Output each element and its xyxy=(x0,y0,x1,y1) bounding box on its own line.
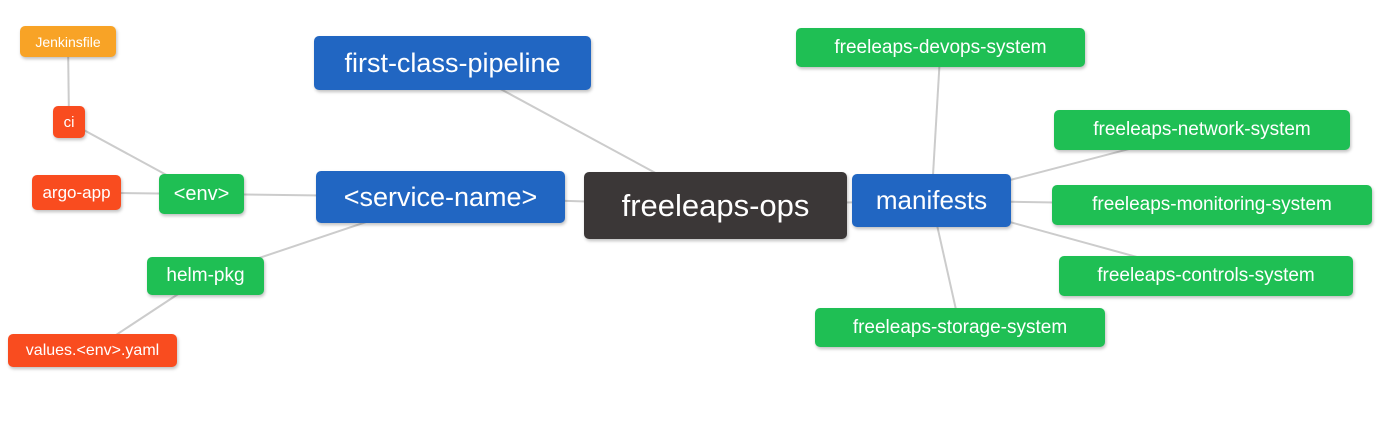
node-freeleaps-ops[interactable]: freeleaps-ops xyxy=(584,172,847,239)
node-jenkinsfile[interactable]: Jenkinsfile xyxy=(20,26,116,57)
node-storage-system[interactable]: freeleaps-storage-system xyxy=(815,308,1105,347)
node-env[interactable]: <env> xyxy=(159,174,244,214)
node-label: freeleaps-devops-system xyxy=(834,36,1047,58)
node-label: manifests xyxy=(875,185,988,215)
node-network-system[interactable]: freeleaps-network-system xyxy=(1054,110,1350,150)
node-label: freeleaps-monitoring-system xyxy=(1092,194,1332,215)
node-label: freeleaps-controls-system xyxy=(1097,265,1315,286)
node-controls-system[interactable]: freeleaps-controls-system xyxy=(1059,256,1353,296)
node-argo-app[interactable]: argo-app xyxy=(32,175,121,210)
node-devops-system[interactable]: freeleaps-devops-system xyxy=(796,28,1085,67)
node-label: first-class-pipeline xyxy=(344,47,561,78)
node-monitoring-system[interactable]: freeleaps-monitoring-system xyxy=(1052,185,1372,225)
node-label: values.<env>.yaml xyxy=(25,341,160,359)
node-label: freeleaps-storage-system xyxy=(852,316,1068,338)
node-label: Jenkinsfile xyxy=(35,33,101,50)
node-values-env-yaml[interactable]: values.<env>.yaml xyxy=(8,334,177,367)
node-manifests[interactable]: manifests xyxy=(852,174,1011,227)
node-label: ci xyxy=(63,113,75,131)
node-label: helm-pkg xyxy=(166,265,245,286)
node-label: freeleaps-ops xyxy=(621,187,810,223)
node-helm-pkg[interactable]: helm-pkg xyxy=(147,257,264,295)
node-label: freeleaps-network-system xyxy=(1093,119,1311,140)
node-label: <env> xyxy=(173,182,230,205)
node-ci[interactable]: ci xyxy=(53,106,85,138)
node-first-class-pipeline[interactable]: first-class-pipeline xyxy=(314,36,591,90)
node-label: argo-app xyxy=(42,182,111,202)
node-service-name[interactable]: <service-name> xyxy=(316,171,565,223)
node-label: <service-name> xyxy=(343,181,538,212)
